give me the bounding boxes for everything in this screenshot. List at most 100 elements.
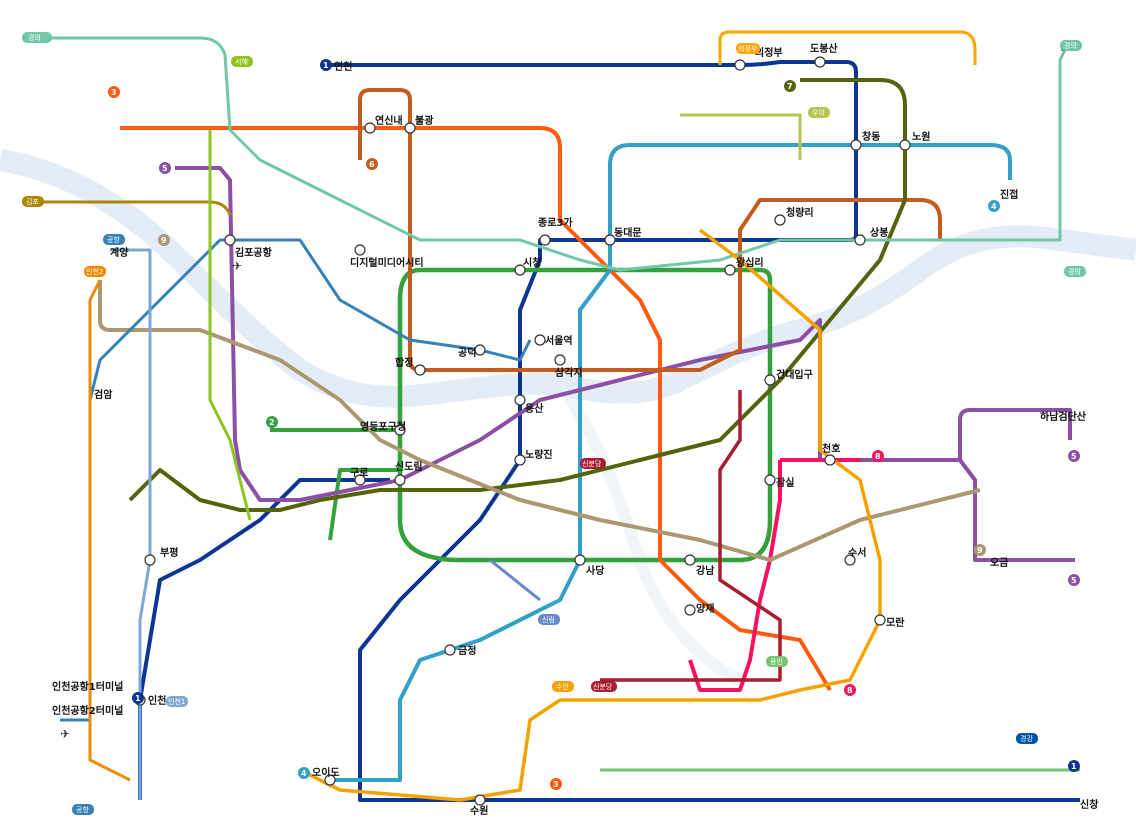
pill-ui bbox=[808, 107, 830, 118]
badge-line-8-end bbox=[844, 684, 856, 696]
seohae-track bbox=[208, 130, 252, 521]
station-noryangjin[interactable] bbox=[514, 454, 526, 466]
station-dobongsan[interactable] bbox=[814, 56, 826, 68]
label-nowon: 노원 bbox=[912, 130, 930, 143]
badge-line-5-end-text: 5 bbox=[1071, 452, 1077, 461]
label-cheongnyangni: 청량리 bbox=[786, 206, 814, 219]
badge-line-5-start-text: 5 bbox=[162, 164, 168, 173]
station-dmc[interactable] bbox=[354, 244, 366, 256]
label-sangbong: 상봉 bbox=[870, 226, 888, 239]
station-yeongdeungpo[interactable] bbox=[394, 424, 406, 436]
shinbundang-track bbox=[600, 390, 782, 682]
label-dongdaemun: 동대문 bbox=[614, 226, 642, 239]
pill-incheon1-text: 인천2 bbox=[86, 267, 103, 276]
pill-airport bbox=[103, 234, 125, 245]
station-sangbong[interactable] bbox=[854, 234, 866, 246]
pill-suin bbox=[552, 681, 574, 692]
label-yangjae: 양재 bbox=[696, 602, 714, 615]
badge-line-3-start-text: 3 bbox=[111, 88, 117, 97]
station-uijeongbu[interactable] bbox=[734, 59, 746, 71]
pill-gyeongui-east bbox=[1060, 40, 1082, 51]
station-wangsimni[interactable] bbox=[724, 264, 736, 276]
station-cheonho[interactable] bbox=[824, 454, 836, 466]
station-jongno3ga[interactable] bbox=[539, 234, 551, 246]
station-guro[interactable] bbox=[354, 474, 366, 486]
pill-gyeongui-west bbox=[22, 32, 52, 43]
station-samgakji[interactable] bbox=[554, 354, 566, 366]
label-gimpo-airport: 김포공항 bbox=[235, 246, 273, 259]
station-seoul-station[interactable] bbox=[534, 334, 546, 346]
station-gimpo-airport[interactable] bbox=[224, 234, 236, 246]
pill-shinbundang-2 bbox=[591, 681, 617, 692]
station-moran[interactable] bbox=[874, 614, 886, 626]
pill-gyeonggang bbox=[1016, 733, 1038, 744]
suin-bundang-track bbox=[299, 228, 882, 802]
badge-line-5-start bbox=[159, 162, 171, 174]
incheon2-track bbox=[88, 279, 131, 782]
station-bulgwang[interactable] bbox=[404, 122, 416, 134]
label-jamsil: 잠실 bbox=[776, 476, 794, 489]
pill-seohae bbox=[231, 56, 253, 67]
station-gongdeok[interactable] bbox=[474, 344, 486, 356]
station-suseo[interactable] bbox=[844, 554, 856, 566]
station-gangnam[interactable] bbox=[684, 554, 696, 566]
line-3-track bbox=[120, 126, 832, 692]
label-bulgwang: 불광 bbox=[415, 115, 434, 127]
pill-everline bbox=[766, 656, 788, 667]
station-oido[interactable] bbox=[324, 774, 336, 786]
ui-track bbox=[680, 113, 802, 160]
pill-gyeongui-east-text: 경의 bbox=[1064, 41, 1077, 50]
station-geumjeong[interactable] bbox=[444, 644, 456, 656]
badge-line-9-end bbox=[974, 544, 986, 556]
station-suwon[interactable] bbox=[474, 794, 486, 806]
station-sindorim[interactable] bbox=[394, 474, 406, 486]
badge-line-1-end-text: 1 bbox=[1071, 762, 1077, 771]
pill-shinbundang-1 bbox=[580, 458, 606, 469]
line-2-track bbox=[397, 267, 773, 563]
station-bupyeong[interactable] bbox=[144, 554, 156, 566]
station-hapjeong[interactable] bbox=[414, 364, 426, 376]
label-geomam: 검암 bbox=[94, 389, 113, 401]
pill-uijeongbu-text: 의정부 bbox=[738, 44, 758, 53]
line-9-track bbox=[98, 280, 981, 562]
pill-everline-text: 용인 bbox=[770, 657, 783, 666]
station-konkuk[interactable] bbox=[764, 374, 776, 386]
pill-gyeonggang-text: 경강 bbox=[1020, 734, 1033, 743]
badge-line-9-start-text: 9 bbox=[161, 236, 167, 245]
label-cheonho: 천호 bbox=[822, 442, 840, 455]
station-labels: 연천 의정부 도봉산 노원 창동 상봉 청량리 왕십리 동대문 종로3가 시청 … bbox=[52, 40, 1099, 817]
pill-gyeongui-west-text: 경의 bbox=[28, 33, 41, 42]
label-yeongdeungpo: 영등포구청 bbox=[360, 420, 406, 433]
badge-line-2-start bbox=[266, 416, 278, 428]
station-yangjae[interactable] bbox=[684, 604, 696, 616]
label-wangsimni: 왕십리 bbox=[736, 256, 764, 269]
pill-incheon2 bbox=[166, 696, 188, 707]
plane-icon: ✈ bbox=[232, 259, 242, 273]
station-jamsil[interactable] bbox=[764, 474, 776, 486]
station-sadang[interactable] bbox=[574, 554, 586, 566]
label-geumjeong: 금정 bbox=[458, 644, 476, 657]
label-hanam: 하남검단산 bbox=[1040, 410, 1087, 423]
pill-sillim bbox=[538, 614, 560, 625]
pill-airport-south bbox=[72, 804, 94, 815]
station-yeonsinnae[interactable] bbox=[364, 122, 376, 134]
label-sindorim: 신도림 bbox=[395, 460, 423, 473]
line-1-track bbox=[326, 60, 1080, 802]
label-gaeyang: 계양 bbox=[110, 246, 129, 259]
badge-line-1-west bbox=[132, 692, 144, 704]
badge-line-5-mid bbox=[1068, 574, 1080, 586]
station-yongsan[interactable] bbox=[514, 394, 526, 406]
line-8-track bbox=[688, 458, 860, 692]
badge-line-1-start-text: 1 bbox=[323, 61, 329, 70]
station-cheongnyangni[interactable] bbox=[774, 214, 786, 226]
station-changdong[interactable] bbox=[850, 139, 862, 151]
station-dongdaemun[interactable] bbox=[604, 234, 616, 246]
pill-ui-text: 우이 bbox=[812, 108, 825, 117]
badge-line-9-start bbox=[158, 234, 170, 246]
badge-line-6-start-text: 6 bbox=[369, 160, 375, 169]
station-city-hall[interactable] bbox=[514, 264, 526, 276]
label-changdong: 창동 bbox=[862, 130, 880, 143]
label-uijeongbu: 의정부 bbox=[755, 46, 783, 59]
station-nowon[interactable] bbox=[899, 139, 911, 151]
uijeongbu-track bbox=[718, 30, 977, 65]
